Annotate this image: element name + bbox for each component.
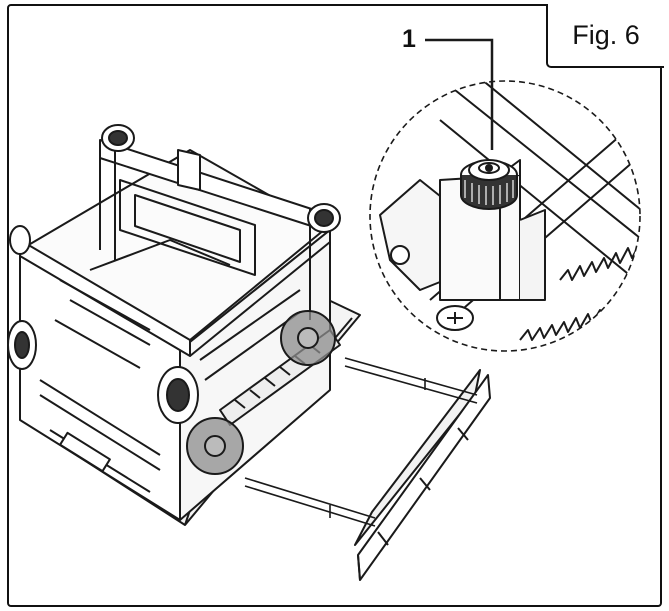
detail-view	[369, 80, 641, 352]
figure-label: Fig. 6	[546, 4, 664, 68]
callout-leader-line	[425, 38, 494, 150]
fence-rails	[244, 357, 478, 527]
callout-number: 1	[402, 25, 416, 53]
wheels	[7, 124, 341, 424]
highlight-markers	[186, 310, 336, 475]
